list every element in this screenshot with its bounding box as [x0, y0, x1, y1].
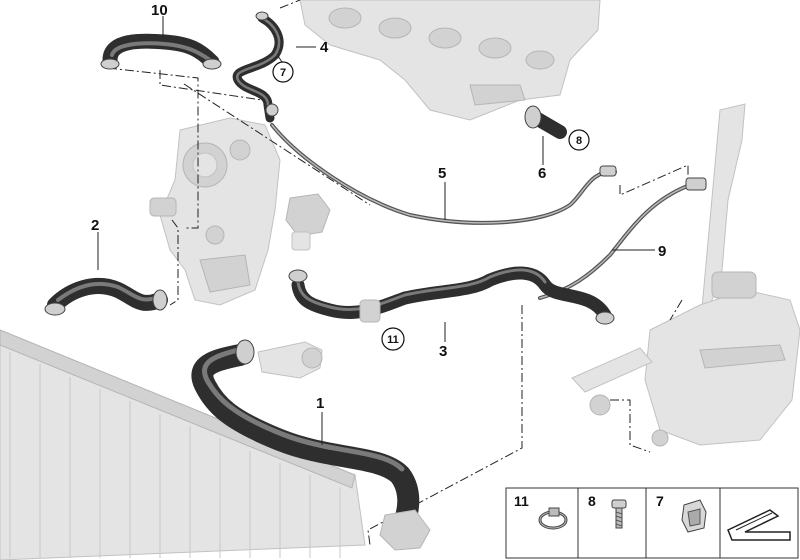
connector-icon	[685, 177, 707, 191]
callout-circle-7: 7	[272, 61, 294, 83]
svg-text:11: 11	[387, 334, 399, 346]
clamp-icon	[235, 339, 255, 365]
hose-part-1[interactable]	[191, 339, 431, 551]
clamp-icon	[100, 58, 120, 70]
svg-text:8: 8	[576, 135, 582, 147]
plug-part-6[interactable]	[524, 105, 567, 139]
callout-1: 1	[316, 395, 324, 412]
pipe-part-5[interactable]	[270, 123, 617, 225]
bolt-icon	[611, 499, 627, 529]
connector-icon	[599, 165, 617, 177]
clamp-icon	[44, 302, 66, 316]
thermostat-housing-ghost	[257, 341, 323, 379]
callout-6: 6	[538, 165, 546, 182]
legend-item-11[interactable]: 11	[514, 493, 568, 530]
assembly-lines	[107, 0, 689, 546]
clamp-icon	[595, 311, 615, 325]
hose-part-10[interactable]	[100, 33, 222, 70]
legend-item-8[interactable]: 8	[588, 493, 627, 529]
legend-item-7[interactable]: 7	[656, 493, 707, 533]
hose-part-4[interactable]	[232, 11, 284, 123]
svg-text:8: 8	[588, 493, 596, 509]
electric-pump-ghost	[285, 193, 331, 251]
callout-circle-11: 11	[381, 327, 405, 351]
expansion-tank-ghost	[571, 103, 800, 447]
direction-arrow-icon	[727, 509, 791, 541]
cylinder-head-ghost	[299, 0, 601, 121]
callout-3: 3	[439, 343, 447, 360]
leader-lines	[97, 16, 655, 445]
callout-circle-8: 8	[568, 129, 590, 151]
hose-part-2[interactable]	[44, 278, 168, 316]
svg-text:11: 11	[514, 493, 529, 509]
hose-clamp-icon	[538, 507, 568, 530]
radiator-ghost	[0, 329, 366, 560]
clamp-icon	[255, 11, 269, 21]
clamp-icon	[288, 269, 308, 283]
callout-10: 10	[151, 2, 168, 19]
clamp-icon	[202, 58, 222, 70]
hose-part-3[interactable]	[288, 266, 615, 325]
svg-text:7: 7	[656, 493, 664, 509]
pipe-part-9[interactable]	[538, 177, 707, 300]
callout-2: 2	[91, 217, 99, 234]
water-pump-housing-ghost	[149, 117, 281, 306]
parts-legend: 11 8 7	[505, 487, 799, 559]
svg-text:7: 7	[280, 67, 286, 79]
clamp-icon	[152, 289, 168, 311]
clamp-icon	[265, 103, 279, 117]
clip-icon	[681, 499, 707, 533]
callout-5: 5	[438, 165, 446, 182]
callout-9: 9	[658, 243, 666, 260]
callout-4: 4	[320, 39, 329, 56]
